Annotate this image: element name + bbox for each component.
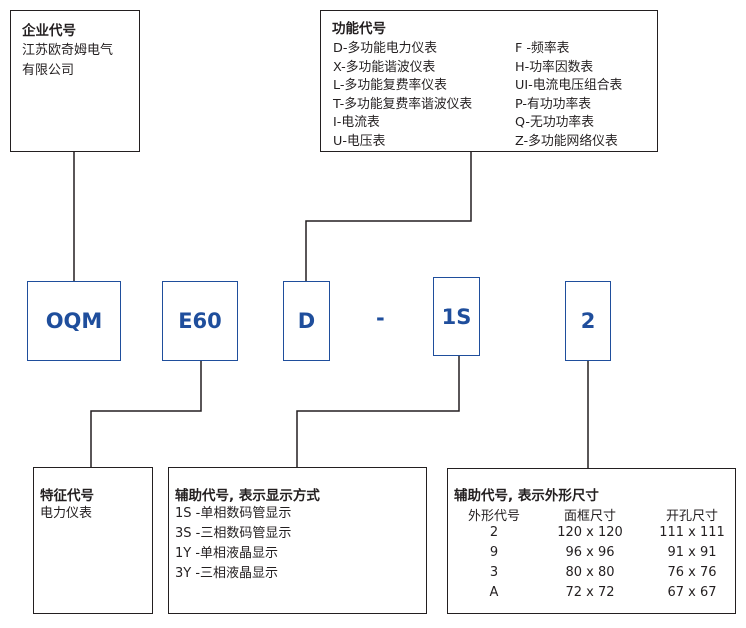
function-item: F -频率表 xyxy=(515,41,570,56)
hole-size-cell: 67 x 67 xyxy=(667,585,717,600)
connector-display xyxy=(296,356,460,467)
function-item: P-有功功率表 xyxy=(515,96,592,112)
frame-size-cell: 96 x 96 xyxy=(565,545,615,560)
code-box-d: D xyxy=(283,281,330,361)
function-item: D-多功能电力仪表 xyxy=(333,41,438,56)
function-code-box: 功能代号 D-多功能电力仪表 F -频率表 X-多功能谐波仪表 H-功率因数表 … xyxy=(320,10,658,152)
shape-size-box: 辅助代号, 表示外形尺寸 外形代号 面框尺寸 开孔尺寸 2 120 x 120 … xyxy=(447,468,736,614)
frame-size-cell: 72 x 72 xyxy=(565,585,615,600)
function-row: D-多功能电力仪表 F -频率表 xyxy=(333,37,663,56)
function-code-list: D-多功能电力仪表 F -频率表 X-多功能谐波仪表 H-功率因数表 L-多功能… xyxy=(333,37,663,149)
feature-code-box: 特征代号 电力仪表 xyxy=(33,467,153,614)
shape-size-row: 9 96 x 96 91 x 91 xyxy=(448,545,735,565)
shape-code-cell: A xyxy=(489,585,499,600)
function-item: Q-无功功率表 xyxy=(515,115,595,130)
enterprise-name-line-1: 江苏欧奇姆电气 xyxy=(22,43,114,58)
function-row: I-电流表 Q-无功功率表 xyxy=(333,111,663,130)
function-item: Z-多功能网络仪表 xyxy=(515,133,618,149)
code-box-2: 2 xyxy=(565,281,611,361)
shape-size-row: A 72 x 72 67 x 67 xyxy=(448,585,735,605)
enterprise-code-title: 企业代号 xyxy=(22,23,76,39)
enterprise-code-box: 企业代号 江苏欧奇姆电气 有限公司 xyxy=(10,10,140,152)
shape-header-frame: 面框尺寸 xyxy=(563,509,616,524)
shape-code-cell: 3 xyxy=(489,565,499,580)
display-mode-item: 1Y -单相液晶显示 xyxy=(175,546,279,561)
code-box-oqm: OQM xyxy=(27,281,121,361)
shape-header-hole: 开孔尺寸 xyxy=(665,509,718,524)
function-item: H-功率因数表 xyxy=(515,59,594,75)
function-item: U-电压表 xyxy=(333,133,386,149)
code-box-1s: 1S xyxy=(433,277,480,356)
function-item: UI-电流电压组合表 xyxy=(515,78,623,93)
code-box-e60: E60 xyxy=(162,281,238,361)
connector-function xyxy=(305,152,472,281)
shape-size-title: 辅助代号, 表示外形尺寸 xyxy=(454,488,599,504)
shape-size-row: 2 120 x 120 111 x 111 xyxy=(448,525,735,545)
function-row: L-多功能复费率仪表 UI-电流电压组合表 xyxy=(333,74,663,93)
frame-size-cell: 120 x 120 xyxy=(557,525,623,540)
hole-size-cell: 76 x 76 xyxy=(667,565,717,580)
display-mode-title: 辅助代号, 表示显示方式 xyxy=(175,488,320,504)
feature-code-text: 电力仪表 xyxy=(40,506,93,521)
shape-size-header-row: 外形代号 面框尺寸 开孔尺寸 xyxy=(448,505,735,525)
function-item: X-多功能谐波仪表 xyxy=(333,59,436,75)
display-mode-box: 辅助代号, 表示显示方式 1S -单相数码管显示 3S -三相数码管显示 1Y … xyxy=(168,467,427,614)
shape-code-cell: 2 xyxy=(489,525,499,540)
function-item: T-多功能复费率谐波仪表 xyxy=(333,96,473,112)
feature-code-title: 特征代号 xyxy=(40,488,94,504)
shape-header-code: 外形代号 xyxy=(467,509,520,524)
hole-size-cell: 111 x 111 xyxy=(659,525,725,540)
display-mode-item: 1S -单相数码管显示 xyxy=(175,506,292,521)
connector-feature xyxy=(90,361,202,467)
function-code-title: 功能代号 xyxy=(332,21,386,37)
enterprise-name-line-2: 有限公司 xyxy=(22,63,75,78)
function-row: X-多功能谐波仪表 H-功率因数表 xyxy=(333,56,663,75)
display-mode-item: 3S -三相数码管显示 xyxy=(175,526,292,541)
shape-size-row: 3 80 x 80 76 x 76 xyxy=(448,565,735,585)
function-item: I-电流表 xyxy=(333,115,380,130)
shape-code-cell: 9 xyxy=(489,545,499,560)
function-row: T-多功能复费率谐波仪表 P-有功功率表 xyxy=(333,93,663,112)
display-mode-item: 3Y -三相液晶显示 xyxy=(175,566,279,581)
function-item: L-多功能复费率仪表 xyxy=(333,78,447,93)
function-row: U-电压表 Z-多功能网络仪表 xyxy=(333,130,663,149)
frame-size-cell: 80 x 80 xyxy=(565,565,615,580)
hole-size-cell: 91 x 91 xyxy=(667,545,717,560)
code-separator: - xyxy=(376,306,385,330)
